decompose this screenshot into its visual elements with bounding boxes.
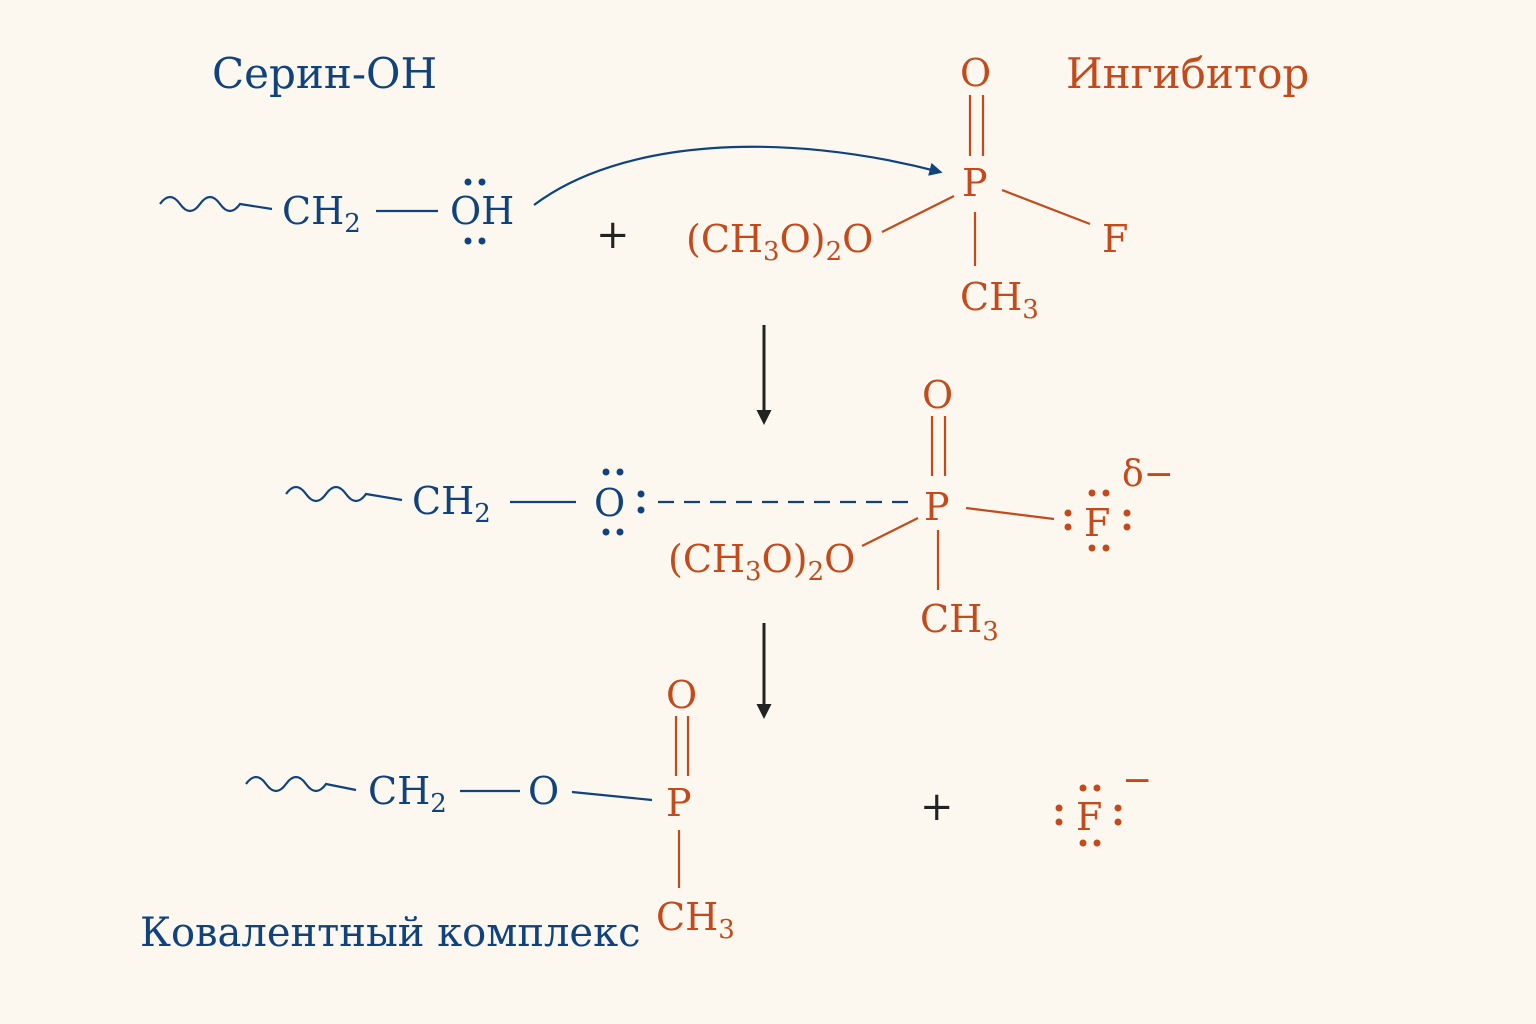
- transition-state-serine: CH2 O: [285, 468, 645, 536]
- fluorine-lone-pairs: [1064, 489, 1131, 552]
- protein-chain-wavy-line: [159, 195, 273, 213]
- fluorine-atom: F: [1076, 795, 1102, 839]
- p-f-partial-bond: [965, 506, 1055, 521]
- serine-hydroxyl: OH: [450, 189, 514, 233]
- p-methoxy-bond: [861, 517, 919, 547]
- p-f-bond: [1001, 188, 1091, 226]
- inhibitor-molecule: O P F (CH3O)2O CH3: [686, 51, 1128, 325]
- ester-oxygen: O: [528, 769, 559, 813]
- o-p-bond: [571, 790, 653, 802]
- fluorine-atom: F: [1084, 501, 1110, 545]
- serine-label: Серин-OH: [212, 49, 437, 98]
- fluoride-lone-pairs: [1055, 784, 1122, 847]
- hydroxyl-lone-pairs: [464, 178, 486, 245]
- serine-ch2-group: CH2: [368, 769, 447, 819]
- oxo-oxygen: O: [666, 673, 697, 717]
- nucleophilic-attack-arrow: [533, 145, 943, 206]
- plus-sign: +: [596, 212, 630, 258]
- fluorine-atom: F: [1102, 217, 1128, 261]
- plus-sign: +: [920, 784, 954, 830]
- oxo-oxygen: O: [960, 51, 991, 95]
- inhibitor-label: Ингибитор: [1066, 49, 1309, 98]
- methyl-group: CH3: [960, 275, 1039, 325]
- methyl-group: CH3: [656, 895, 735, 945]
- serine-ch2-group: CH2: [282, 189, 361, 239]
- phosphorus-atom: P: [924, 485, 950, 529]
- oxo-oxygen: O: [922, 373, 953, 417]
- methyl-group: CH3: [920, 597, 999, 647]
- transition-state-inhibitor: O P F δ− (CH3O)2O CH3: [668, 373, 1174, 647]
- complex-label: Ковалентный комплекс: [140, 910, 641, 956]
- alkoxide-oxygen: O: [594, 481, 625, 525]
- serine-reactant: CH2 OH: [159, 178, 514, 245]
- protein-chain-wavy-line: [285, 485, 403, 503]
- methoxy-group: (CH3O)2O: [686, 217, 873, 267]
- negative-charge: −: [1122, 760, 1152, 801]
- fluoride-ion: F −: [1055, 760, 1152, 847]
- phosphorus-atom: P: [666, 781, 692, 825]
- serine-ch2-group: CH2: [412, 479, 491, 529]
- covalent-complex: CH2 O O P CH3: [245, 673, 735, 945]
- phosphorus-atom: P: [962, 161, 988, 205]
- alkoxide-lone-pairs: [602, 468, 645, 536]
- methoxy-group: (CH3O)2O: [668, 537, 855, 587]
- protein-chain-wavy-line: [245, 775, 357, 793]
- p-methoxy-bond: [881, 195, 955, 233]
- delta-minus-charge: δ−: [1122, 454, 1174, 495]
